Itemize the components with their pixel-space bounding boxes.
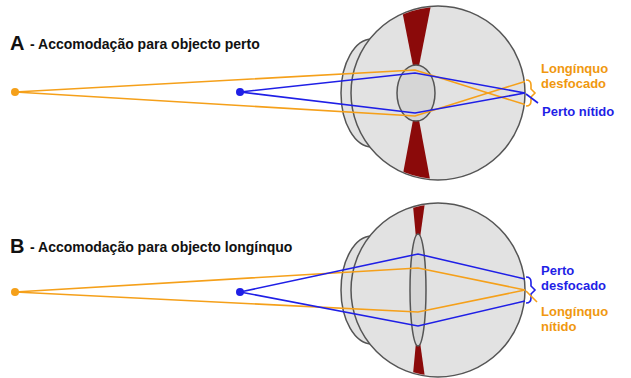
panel-letter: A	[10, 32, 24, 54]
blur-bracket	[526, 80, 535, 106]
iris-upper	[412, 195, 426, 238]
iris-upper	[400, 0, 432, 66]
eye-far	[11, 195, 537, 378]
leader-line	[526, 94, 538, 103]
near-object	[236, 288, 244, 296]
near-ray	[240, 292, 525, 326]
far-object	[11, 88, 19, 96]
image-label: Perto nítido	[542, 105, 622, 120]
eyeball	[351, 203, 525, 377]
panel-title: - Accomodação para objecto perto	[30, 37, 260, 53]
image-label: Perto desfocado	[541, 264, 627, 293]
far-object	[11, 288, 19, 296]
iris-lower	[412, 342, 426, 378]
image-label: Longínquo nítido	[541, 305, 627, 334]
lens-thin	[410, 234, 426, 346]
near-ray	[240, 73, 525, 93]
near-object	[236, 88, 244, 96]
panel-title: - Accomodação para objecto longínquo	[30, 240, 292, 256]
iris-lower	[400, 120, 432, 190]
far-ray	[15, 290, 525, 312]
far-ray	[15, 70, 525, 105]
far-ray	[15, 82, 525, 117]
leader-line	[526, 291, 537, 302]
panel-letter: B	[10, 235, 24, 257]
near-ray	[240, 254, 525, 292]
eyeball	[351, 6, 525, 180]
image-label: Longínquo desfocado	[541, 62, 627, 91]
near-ray	[240, 92, 525, 113]
far-ray	[15, 268, 525, 292]
eye-near	[11, 0, 538, 190]
